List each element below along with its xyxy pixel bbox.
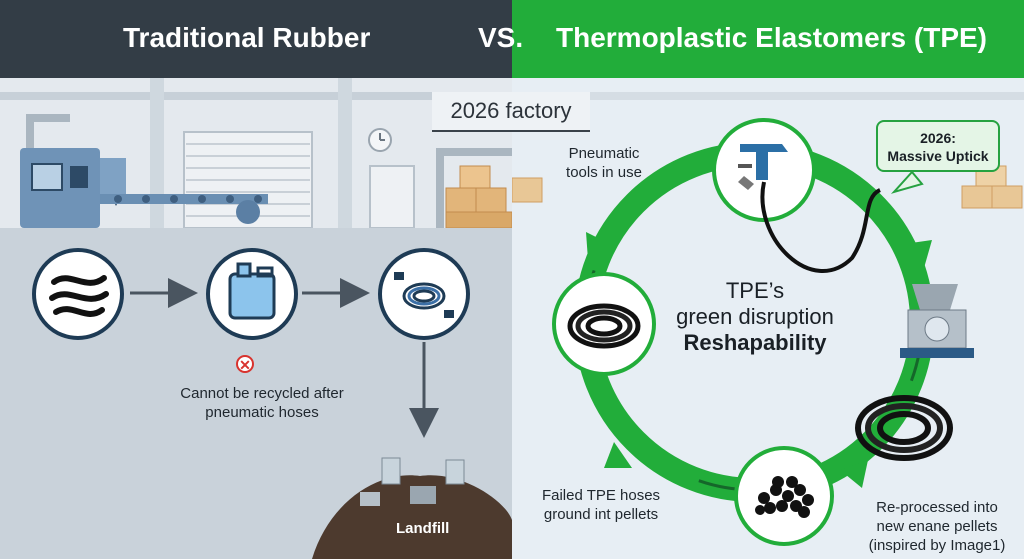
cycle-arrowhead: [586, 232, 610, 260]
coiled-hose-left-node: [552, 272, 656, 376]
center-line3: Reshapability: [683, 330, 827, 355]
pellets-icon: [755, 476, 814, 518]
cycle-center-text: TPE’s green disruption Reshapability: [650, 278, 860, 356]
landfill-mound: [312, 457, 512, 559]
tools-line1: Pneumatic: [568, 145, 640, 162]
canister-node: [206, 248, 298, 340]
conveyor-belt: [100, 194, 268, 204]
canister-icon: [228, 262, 276, 320]
support-column: [150, 78, 164, 228]
callout-line2: Massive Uptick: [887, 148, 989, 164]
factory-door: [369, 165, 415, 228]
coiled-black-hose-right: [855, 395, 953, 461]
cycle-arrowhead: [840, 460, 868, 488]
header-right-panel: Thermoplastic Elastomers (TPE): [512, 0, 1024, 78]
tools-line2: tools in use: [566, 164, 642, 181]
support-column: [338, 78, 352, 228]
pneumatic-tool-icon: [738, 144, 788, 190]
reprocessed-line1: Re-processed into: [876, 499, 998, 516]
failed-line2: ground int pellets: [543, 506, 659, 523]
rubber-strands-node: [32, 248, 124, 340]
coiled-black-hose-icon: [567, 303, 641, 349]
grinder-machine-icon: [900, 284, 974, 358]
pneumatic-tools-label: Pneumatic tools in use: [544, 144, 664, 182]
callout-line1: 2026:: [920, 130, 956, 146]
air-hose: [760, 181, 882, 273]
callout-tail: [890, 170, 924, 194]
center-line1: TPE’s: [725, 278, 785, 303]
cycle-arrowhead: [904, 240, 932, 268]
reprocessed-label: Re-processed into new enane pellets (ins…: [862, 498, 1012, 555]
vs-label: VS.: [478, 22, 524, 53]
factory-label: 2026 factory: [432, 92, 590, 132]
cycle-arrowhead: [604, 442, 632, 468]
failed-hoses-label: Failed TPE hoses ground int pellets: [526, 486, 676, 524]
massive-uptick-callout: 2026: Massive Uptick: [876, 120, 1000, 172]
tpe-title: Thermoplastic Elastomers (TPE): [556, 22, 988, 53]
traditional-rubber-title: Traditional Rubber: [123, 22, 371, 53]
coiled-hose-icon: [394, 272, 454, 318]
no-recycle-text: Cannot be recycled after pneumatic hoses: [152, 384, 372, 422]
rubber-strands-icon: [49, 275, 109, 317]
no-recycle-line1: Cannot be recycled after: [180, 385, 344, 402]
coiled-hose-node: [378, 248, 470, 340]
cardboard-boxes: [445, 165, 512, 228]
reprocessed-line2: new enane pellets: [876, 518, 998, 535]
reprocessed-line3: (inspired by Image1): [868, 537, 1006, 554]
header-left-panel: Traditional Rubber: [0, 0, 512, 78]
tpe-cycle-diagram: [552, 118, 974, 546]
landfill-label: Landfill: [396, 520, 450, 537]
failed-line1: Failed TPE hoses: [541, 487, 661, 504]
x-circle-icon: ✕: [236, 355, 254, 373]
center-line2: green disruption: [676, 304, 834, 329]
factory-scene-left: [0, 78, 512, 228]
factory-scene-right: [512, 92, 1024, 209]
left-flow-arrows: [130, 278, 512, 559]
no-recycle-line2: pneumatic hoses: [205, 404, 319, 421]
ceiling-pipe: [0, 92, 512, 100]
